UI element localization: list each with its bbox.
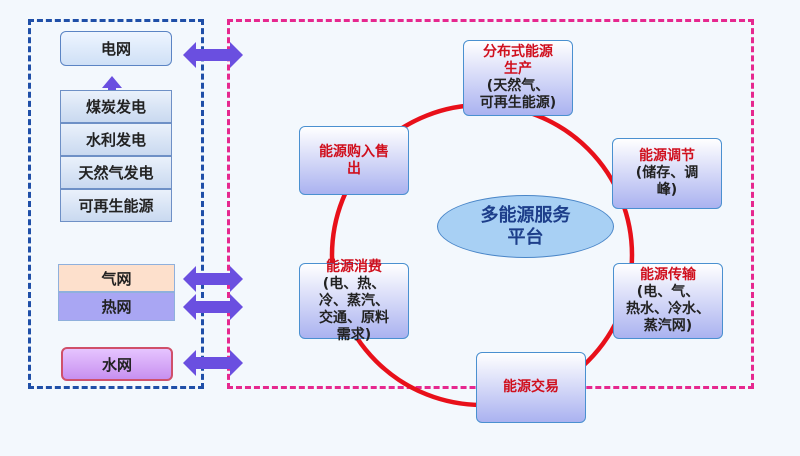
node-energy-purchase-sale: 能源购入售 出 (299, 126, 409, 195)
power-grid-box: 电网 (60, 31, 172, 66)
node-detail: 蒸汽网) (643, 318, 693, 334)
node-title: 能源购入售 (319, 143, 389, 160)
node-energy-regulation: 能源调节 (储存、调 峰) (612, 138, 722, 209)
node-detail: (电、气、 (636, 284, 700, 300)
node-detail: (电、热、 (322, 275, 386, 292)
node-energy-consumption: 能源消费 (电、热、 冷、蒸汽、 交通、原料 需求) (299, 259, 409, 343)
gas-power-box: 天然气发电 (60, 156, 172, 189)
node-detail: 交通、原料 (319, 309, 389, 326)
grid-double-arrow (183, 42, 243, 68)
node-detail: (储存、调 (635, 165, 699, 181)
node-title: 出 (347, 160, 361, 177)
gas-double-arrow (183, 266, 243, 292)
node-detail: 冷、蒸汽、 (319, 292, 389, 309)
hydro-power-box: 水利发电 (60, 123, 172, 156)
platform-title-line1: 多能源服务 (480, 204, 571, 226)
node-detail: 热水、冷水、 (626, 301, 710, 317)
node-energy-trading: 能源交易 (476, 352, 586, 423)
gas-network-box: 气网 (58, 264, 175, 292)
heat-network-box: 热网 (58, 292, 175, 321)
platform-title-line2: 平台 (507, 226, 544, 248)
node-title: 生产 (504, 61, 532, 77)
renewable-power-box: 可再生能源 (60, 189, 172, 222)
node-detail: 峰) (656, 182, 678, 198)
multi-energy-platform: 多能源服务 平台 (437, 195, 614, 258)
node-energy-transmission: 能源传输 (电、气、 热水、冷水、 蒸汽网) (613, 263, 723, 339)
node-title: 能源消费 (326, 258, 382, 275)
coal-power-box: 煤炭发电 (60, 90, 172, 123)
power-supply-frame (28, 19, 204, 389)
node-distributed-generation: 分布式能源 生产 (天然气、 可再生能源) (463, 40, 573, 116)
water-double-arrow (183, 350, 243, 376)
node-detail: 可再生能源) (479, 95, 557, 111)
node-title: 能源交易 (503, 379, 559, 395)
heat-double-arrow (183, 294, 243, 320)
node-title: 能源调节 (639, 148, 695, 164)
node-title: 分布式能源 (483, 44, 553, 60)
node-detail: 需求) (336, 326, 372, 343)
water-network-box: 水网 (61, 347, 173, 381)
up-arrow (102, 76, 122, 96)
node-detail: (天然气、 (486, 78, 550, 94)
node-title: 能源传输 (640, 267, 696, 283)
